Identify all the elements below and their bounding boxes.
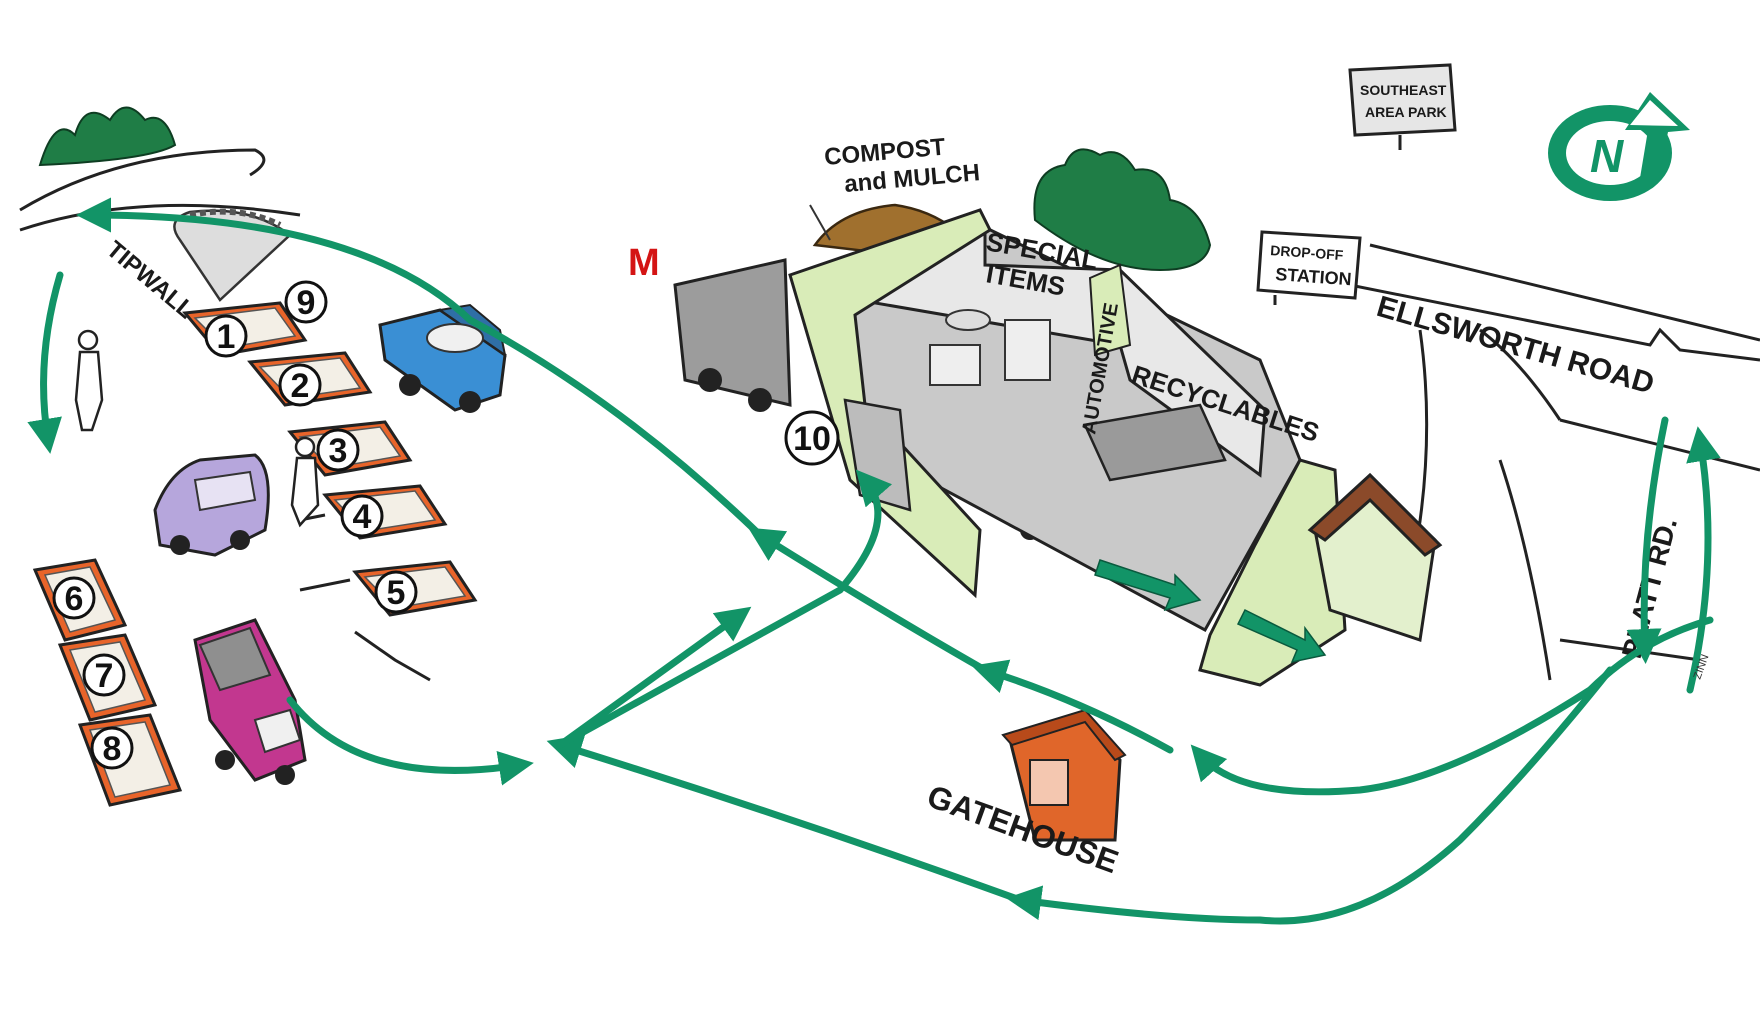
north-arrow-icon: N [1548, 92, 1690, 216]
svg-text:2: 2 [291, 367, 310, 405]
badge-7: 7 [82, 653, 126, 697]
badge-3: 3 [316, 428, 360, 472]
park-sign-line2: AREA PARK [1365, 104, 1447, 120]
ellsworth-road-label: ELLSWORTH ROAD [1373, 290, 1658, 401]
roads [19, 148, 1760, 681]
drop-off-station-sign: DROP-OFF STATION [1256, 230, 1362, 305]
microwave-icon [929, 344, 981, 386]
svg-text:7: 7 [95, 657, 114, 695]
svg-text:9: 9 [297, 284, 316, 322]
svg-text:8: 8 [103, 730, 122, 768]
shed [1307, 472, 1443, 642]
badge-4: 4 [340, 494, 384, 538]
badge-6: 6 [52, 576, 96, 620]
traffic-route [27, 197, 1721, 925]
compost-pile: COMPOST and MULCH [809, 133, 981, 257]
flow-arrow-icon [1094, 559, 1202, 612]
tipwall-label: TIPWALL [101, 236, 199, 324]
magenta-dump-truck [193, 618, 307, 785]
badge-10: 10 [784, 410, 840, 466]
number-badges: 1 2 3 4 5 6 7 8 9 10 [52, 280, 840, 770]
gray-semitrailer [673, 258, 792, 412]
badge-1: 1 [204, 314, 248, 358]
svg-text:6: 6 [65, 580, 84, 618]
badge-8: 8 [90, 726, 134, 770]
flow-arrow-icon [1236, 608, 1327, 664]
gatehouse: GATEHOUSE [923, 708, 1127, 880]
svg-text:10: 10 [793, 420, 831, 458]
north-letter: N [1590, 130, 1624, 182]
person-left [74, 329, 104, 432]
person-bin-3 [290, 436, 320, 528]
svg-text:3: 3 [329, 432, 348, 470]
badge-9: 9 [284, 280, 328, 324]
recycling-bin [1083, 403, 1227, 482]
southeast-area-park-sign: SOUTHEAST AREA PARK [1348, 63, 1457, 150]
refrigerator-icon [1004, 319, 1051, 381]
park-sign-line1: SOUTHEAST [1360, 82, 1447, 98]
trees-left [38, 106, 177, 167]
svg-text:1: 1 [217, 318, 236, 356]
badge-2: 2 [278, 363, 322, 407]
blue-pickup-truck [378, 303, 507, 413]
purple-minivan [153, 453, 270, 557]
svg-text:5: 5 [387, 574, 406, 612]
dropoff-sign-line1: DROP-OFF [1270, 242, 1344, 263]
svg-text:4: 4 [353, 498, 372, 536]
barrel-icon [945, 309, 991, 331]
badge-5: 5 [374, 570, 418, 614]
trees-building [1033, 148, 1212, 272]
m-marker: M [628, 242, 660, 284]
